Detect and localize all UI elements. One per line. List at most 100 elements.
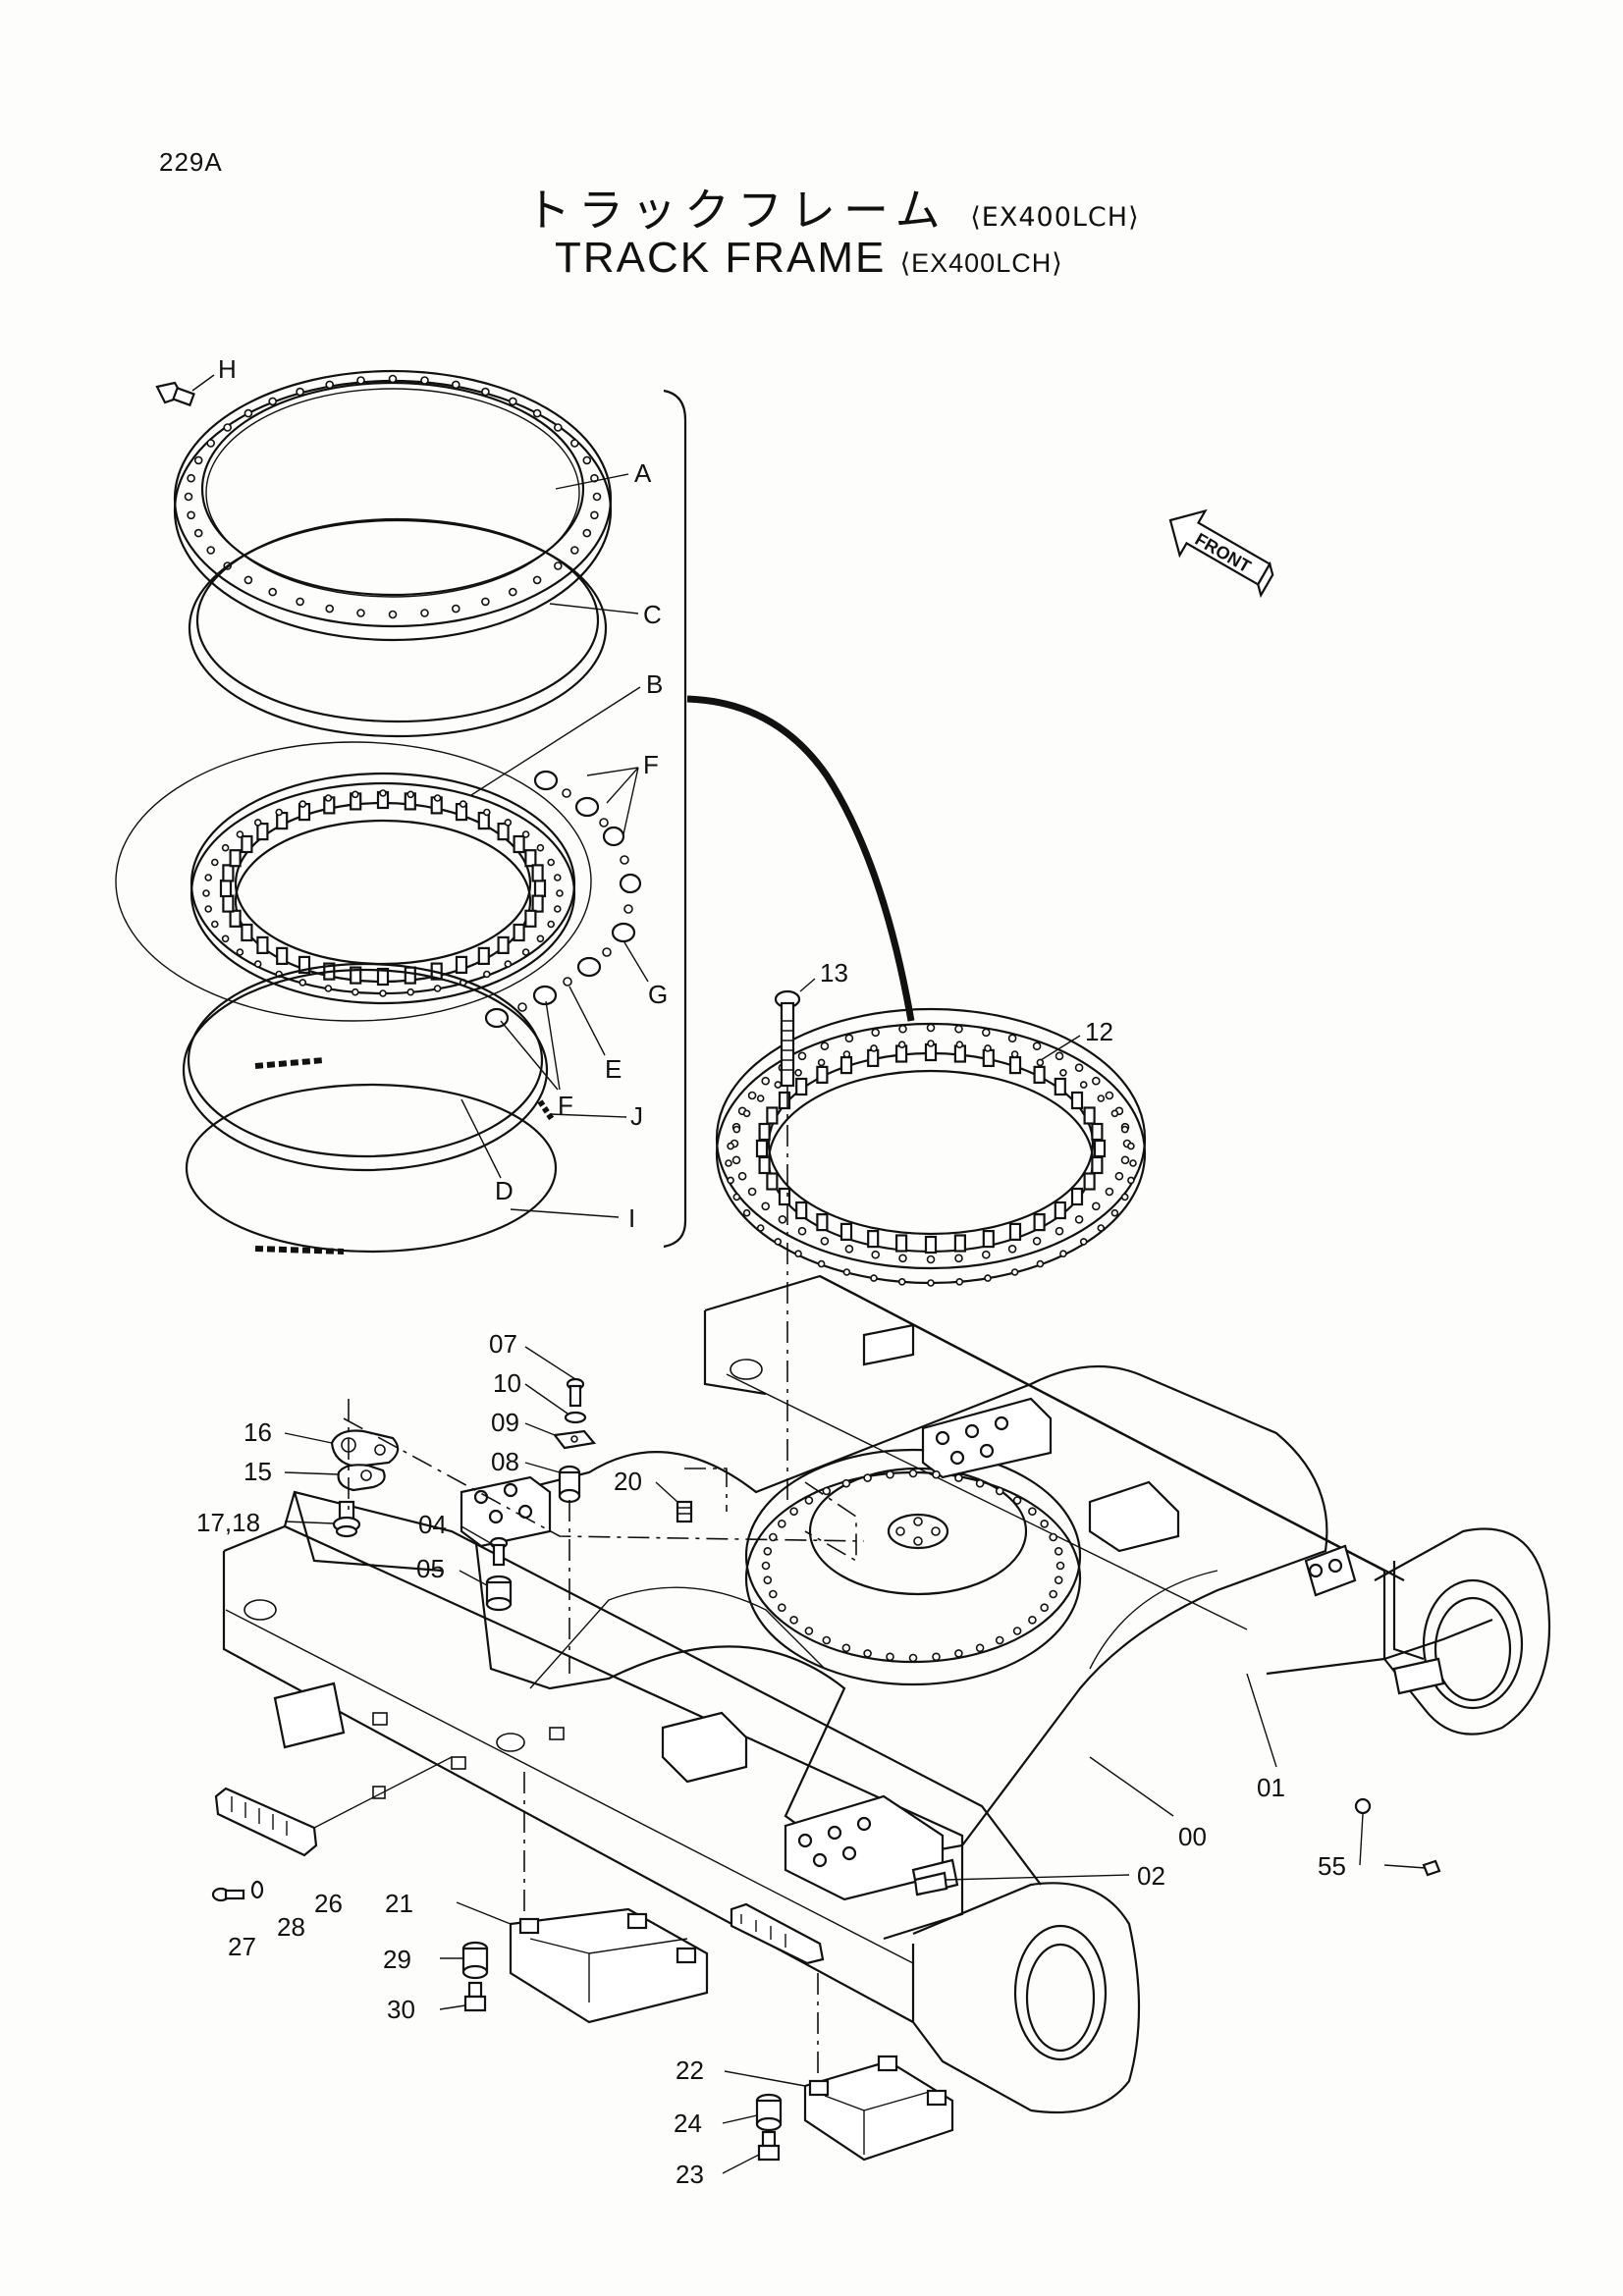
- bolt-hole: [1120, 1125, 1129, 1134]
- bolt-hole: [1110, 1208, 1119, 1217]
- model-tag-en: ⟨EX400LCH⟩: [899, 248, 1063, 278]
- gear-tooth: [816, 1065, 829, 1085]
- label-D: D: [495, 1176, 514, 1205]
- ring-a-bolt-holes: [184, 374, 602, 619]
- label-30: 30: [387, 1995, 415, 2024]
- bolt-hole: [842, 1268, 851, 1276]
- bolt-hole: [553, 423, 563, 432]
- plate-09: [552, 1429, 597, 1450]
- bolt-hole: [356, 376, 365, 385]
- leader-01: [1246, 1673, 1277, 1768]
- gear-tooth: [219, 879, 233, 898]
- bolt-hole: [927, 1279, 935, 1287]
- bolt-hole: [504, 960, 513, 968]
- bolt-hole: [742, 1208, 751, 1217]
- bolt-hole: [268, 587, 278, 597]
- bolt-hole: [388, 374, 398, 384]
- bolt-hole: [193, 528, 203, 538]
- block-02: [913, 1871, 948, 1896]
- rollers-f-and-g: [484, 770, 642, 1029]
- bolt-hole: [1127, 1176, 1135, 1185]
- label-05: 05: [416, 1554, 445, 1583]
- bolt-hole: [926, 1023, 936, 1033]
- gear-tooth: [982, 1229, 995, 1249]
- plate-16: [330, 1429, 400, 1468]
- ring-12-teeth: [755, 1042, 1107, 1255]
- bolt-hole: [508, 587, 517, 597]
- bolt-hole: [553, 905, 562, 913]
- gear-tooth: [276, 946, 289, 966]
- kit-leader-curve: [686, 695, 915, 1022]
- bolt-hole: [482, 808, 491, 817]
- gear-tooth: [1083, 1172, 1096, 1191]
- title-english-text: TRACK FRAME: [555, 234, 887, 282]
- label-26: 26: [314, 1889, 343, 1918]
- bolt-07: [566, 1377, 585, 1408]
- bolt-hole: [789, 1507, 798, 1516]
- mounting-bolt-head: [1327, 1558, 1343, 1574]
- bolt-hole: [954, 1473, 963, 1482]
- grease-fitting-h: [155, 381, 195, 407]
- mounting-bolt-head: [949, 1450, 965, 1466]
- mounting-bolt-head: [979, 1443, 995, 1459]
- bolt-hole: [521, 830, 530, 838]
- gear-tooth: [531, 894, 544, 913]
- gear-tooth: [839, 1055, 853, 1075]
- bolt-hole: [822, 1635, 832, 1645]
- gear-tooth: [778, 1187, 791, 1206]
- gear-tooth: [1070, 1091, 1084, 1110]
- label-08: 08: [491, 1447, 519, 1476]
- bolt-hole: [388, 610, 398, 619]
- fitting-55: [1354, 1797, 1441, 1877]
- bolt-hole: [954, 1649, 963, 1658]
- bolt-hole: [981, 1250, 991, 1259]
- gear-tooth: [867, 1048, 880, 1068]
- gear-tooth: [222, 864, 235, 882]
- bolt-hole: [789, 1616, 798, 1625]
- bolt-hole: [747, 1187, 757, 1197]
- bearing-outline-ellipse: [115, 741, 592, 1022]
- bolt-hole: [1055, 1226, 1064, 1236]
- bolt-hole: [747, 1091, 757, 1100]
- kit-bracket: [663, 389, 687, 1249]
- bolt-hole: [817, 1259, 826, 1268]
- bolt-hole: [592, 492, 602, 502]
- bolt-hole: [841, 1478, 851, 1488]
- label-22: 22: [676, 2056, 704, 2085]
- bolt-hole: [871, 1028, 881, 1038]
- bolt-hole: [763, 1575, 773, 1584]
- bolt-hole: [433, 794, 442, 802]
- bolt-hole: [797, 1226, 807, 1236]
- bolt-hole: [1032, 1041, 1042, 1050]
- bolt-hole: [886, 1469, 894, 1479]
- bolt-hole: [954, 1024, 963, 1034]
- bolt-30: [463, 1981, 487, 2012]
- bolt-hole: [984, 1044, 992, 1052]
- bolt-hole: [379, 989, 387, 997]
- leader-26-frame: [313, 1756, 453, 1829]
- bolt-hole: [822, 1486, 832, 1496]
- bolt-hole: [296, 597, 304, 607]
- bolt-hole: [582, 528, 592, 538]
- gear-tooth: [524, 909, 537, 928]
- label-17-18: 17,18: [196, 1508, 260, 1537]
- bolt-hole: [727, 1176, 734, 1185]
- bolt-hole: [1097, 1095, 1106, 1102]
- bolt-04: [489, 1536, 509, 1567]
- title-japanese-text: トラックフレーム: [525, 184, 948, 237]
- bolt-hole: [863, 1649, 872, 1658]
- bolt-hole: [1120, 1193, 1129, 1201]
- bolt-hole: [253, 819, 262, 827]
- mounting-bolt-head: [488, 1509, 504, 1524]
- bolt-hole: [1079, 1238, 1088, 1246]
- strap-on-frame: [730, 1902, 825, 1965]
- bolt-hole: [768, 1589, 778, 1599]
- bolt-hole: [204, 905, 212, 913]
- gear-tooth: [513, 834, 525, 854]
- bolt-hole: [211, 858, 219, 867]
- bolt-hole: [1032, 1237, 1042, 1246]
- title-english: TRACK FRAME ⟨EX400LCH⟩: [555, 234, 1063, 283]
- gear-tooth: [1033, 1212, 1046, 1232]
- gear-tooth: [531, 864, 544, 882]
